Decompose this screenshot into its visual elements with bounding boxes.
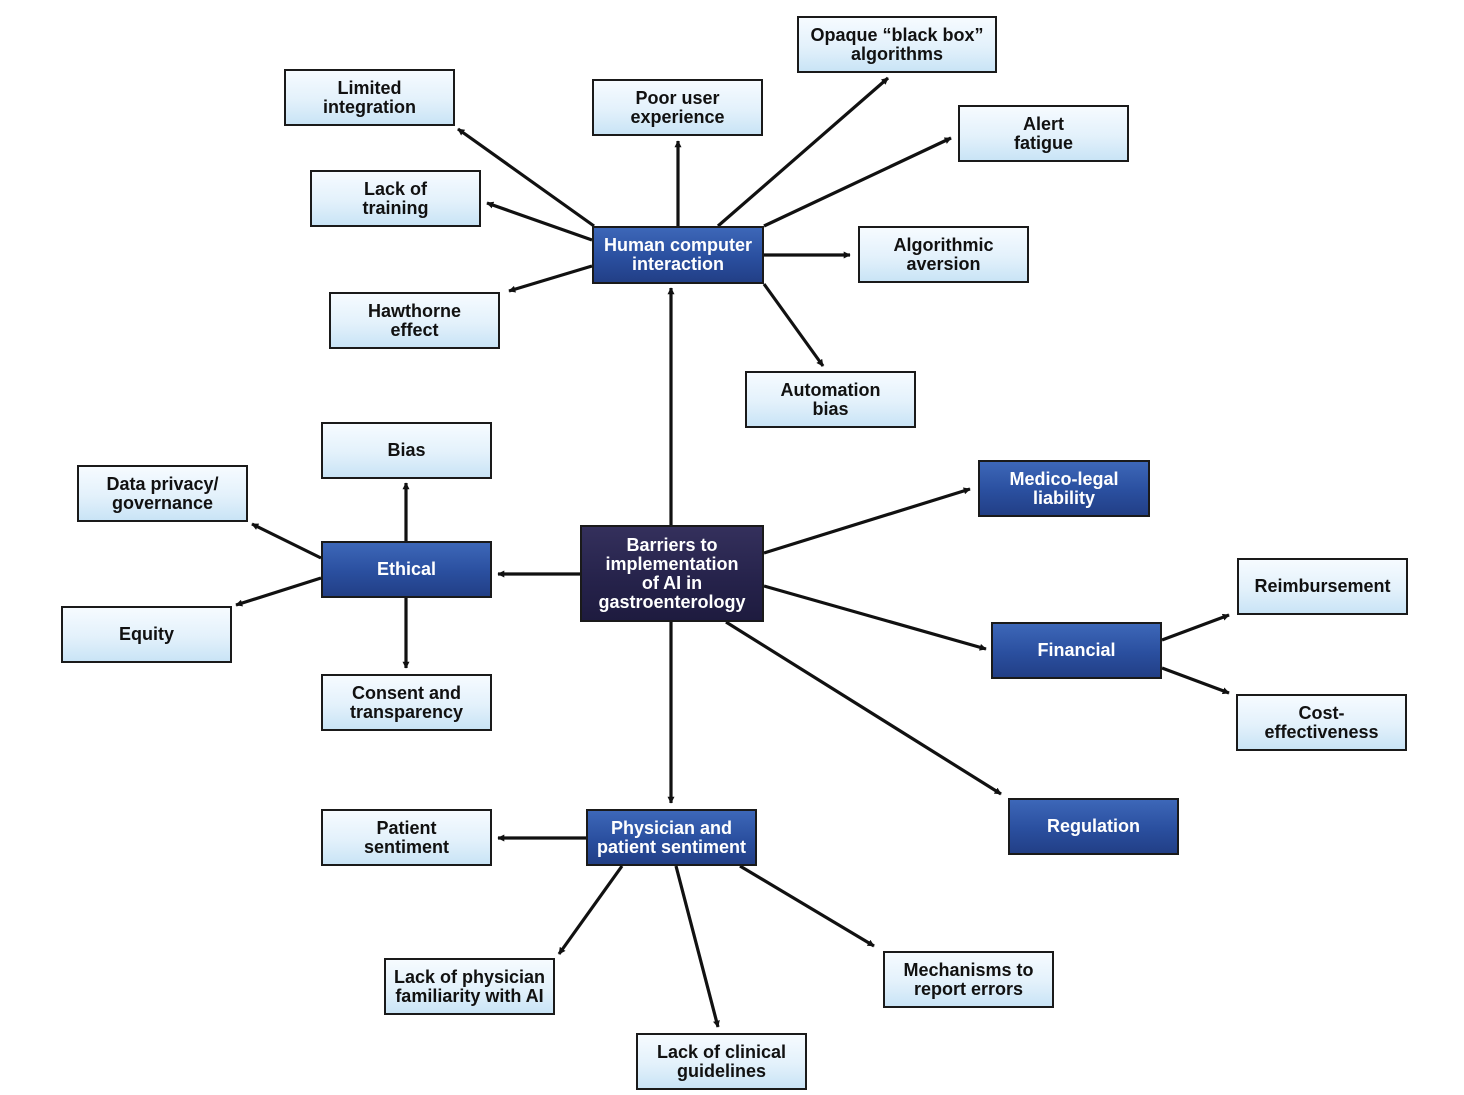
category-physician-patient-label: Physician and patient sentiment bbox=[596, 817, 747, 857]
edge-ethical-to-equity bbox=[235, 576, 322, 607]
leaf-consent-and-transparency: Consent and transparency bbox=[321, 674, 492, 731]
edge-ethical-to-data-privacy bbox=[251, 522, 322, 560]
edge-physician-to-guidelines bbox=[674, 865, 720, 1028]
leaf-lack-of-training-label: Lack of training bbox=[362, 178, 429, 218]
leaf-reimbursement-label: Reimbursement bbox=[1254, 576, 1391, 596]
leaf-lack-of-clinical-guidelines: Lack of clinical guidelines bbox=[636, 1033, 807, 1090]
edge-root-to-regulation bbox=[725, 620, 1002, 796]
leaf-hawthorne-effect-label: Hawthorne effect bbox=[367, 300, 461, 340]
leaf-opaque-black-box-algorithms: Opaque “black box” algorithms bbox=[797, 16, 997, 73]
leaf-automation-bias-label: Automation bias bbox=[780, 379, 881, 419]
leaf-alert-fatigue: Alert fatigue bbox=[958, 105, 1129, 162]
leaf-lack-of-physician-familiarity: Lack of physician familiarity with AI bbox=[384, 958, 555, 1015]
category-hci-label: Human computer interaction bbox=[603, 235, 753, 274]
leaf-clinical-guidelines-label: Lack of clinical guidelines bbox=[656, 1041, 787, 1081]
root-node: Barriers to implementation of AI in gast… bbox=[580, 525, 764, 622]
leaf-patient-sentiment-label: Patient sentiment bbox=[363, 817, 450, 857]
category-financial-label: Financial bbox=[1037, 640, 1116, 660]
edge-physician-to-report-errors bbox=[739, 864, 875, 948]
edge-financial-to-cost-effectiveness bbox=[1161, 666, 1230, 695]
leaf-reimbursement: Reimbursement bbox=[1237, 558, 1408, 615]
leaf-poor-user-experience: Poor user experience bbox=[592, 79, 763, 136]
leaf-cost-effectiveness-label: Cost- effectiveness bbox=[1264, 702, 1379, 742]
leaf-lack-of-training: Lack of training bbox=[310, 170, 481, 227]
leaf-mechanisms-to-report-errors: Mechanisms to report errors bbox=[883, 951, 1054, 1008]
category-ethical: Ethical bbox=[321, 541, 492, 598]
category-ethical-label: Ethical bbox=[376, 559, 437, 579]
category-financial: Financial bbox=[991, 622, 1162, 679]
edge-root-to-medico-legal bbox=[763, 487, 971, 555]
leaf-report-errors-label: Mechanisms to report errors bbox=[903, 959, 1034, 999]
leaf-algorithmic-aversion-label: Algorithmic aversion bbox=[893, 234, 994, 274]
leaf-physician-familiarity-label: Lack of physician familiarity with AI bbox=[393, 966, 546, 1006]
edge-hci-to-hawthorne bbox=[508, 264, 593, 293]
leaf-equity: Equity bbox=[61, 606, 232, 663]
category-medico-legal-liability: Medico-legal liability bbox=[978, 460, 1150, 517]
edge-hci-to-limited-integration bbox=[457, 127, 595, 228]
category-human-computer-interaction: Human computer interaction bbox=[592, 226, 764, 284]
root-node-label: Barriers to implementation of AI in gast… bbox=[598, 534, 746, 612]
edge-hci-to-opaque bbox=[716, 76, 890, 228]
leaf-hawthorne-effect: Hawthorne effect bbox=[329, 292, 500, 349]
category-regulation-label: Regulation bbox=[1047, 816, 1140, 836]
leaf-limited-integration: Limited integration bbox=[284, 69, 455, 126]
leaf-automation-bias: Automation bias bbox=[745, 371, 916, 428]
leaf-alert-fatigue-label: Alert fatigue bbox=[1013, 113, 1073, 153]
category-physician-patient-sentiment: Physician and patient sentiment bbox=[586, 809, 757, 866]
edge-financial-to-reimbursement bbox=[1161, 613, 1230, 642]
leaf-poor-user-experience-label: Poor user experience bbox=[630, 87, 725, 127]
leaf-limited-integration-label: Limited integration bbox=[323, 77, 416, 117]
leaf-consent-label: Consent and transparency bbox=[349, 682, 464, 722]
leaf-bias: Bias bbox=[321, 422, 492, 479]
leaf-data-privacy-label: Data privacy/ governance bbox=[106, 473, 219, 513]
leaf-bias-label: Bias bbox=[387, 440, 426, 460]
leaf-algorithmic-aversion: Algorithmic aversion bbox=[858, 226, 1029, 283]
edge-hci-to-lack-training bbox=[486, 201, 593, 242]
category-medico-legal-label: Medico-legal liability bbox=[1009, 468, 1119, 508]
edge-physician-to-familiarity bbox=[557, 865, 624, 955]
category-regulation: Regulation bbox=[1008, 798, 1179, 855]
leaf-data-privacy-governance: Data privacy/ governance bbox=[77, 465, 248, 522]
edge-hci-to-alert-fatigue bbox=[763, 136, 952, 228]
edge-hci-to-automation-bias bbox=[762, 283, 825, 367]
edge-root-to-financial bbox=[763, 584, 987, 651]
leaf-opaque-label: Opaque “black box” algorithms bbox=[810, 24, 984, 64]
leaf-equity-label: Equity bbox=[118, 624, 174, 644]
leaf-patient-sentiment: Patient sentiment bbox=[321, 809, 492, 866]
leaf-cost-effectiveness: Cost- effectiveness bbox=[1236, 694, 1407, 751]
